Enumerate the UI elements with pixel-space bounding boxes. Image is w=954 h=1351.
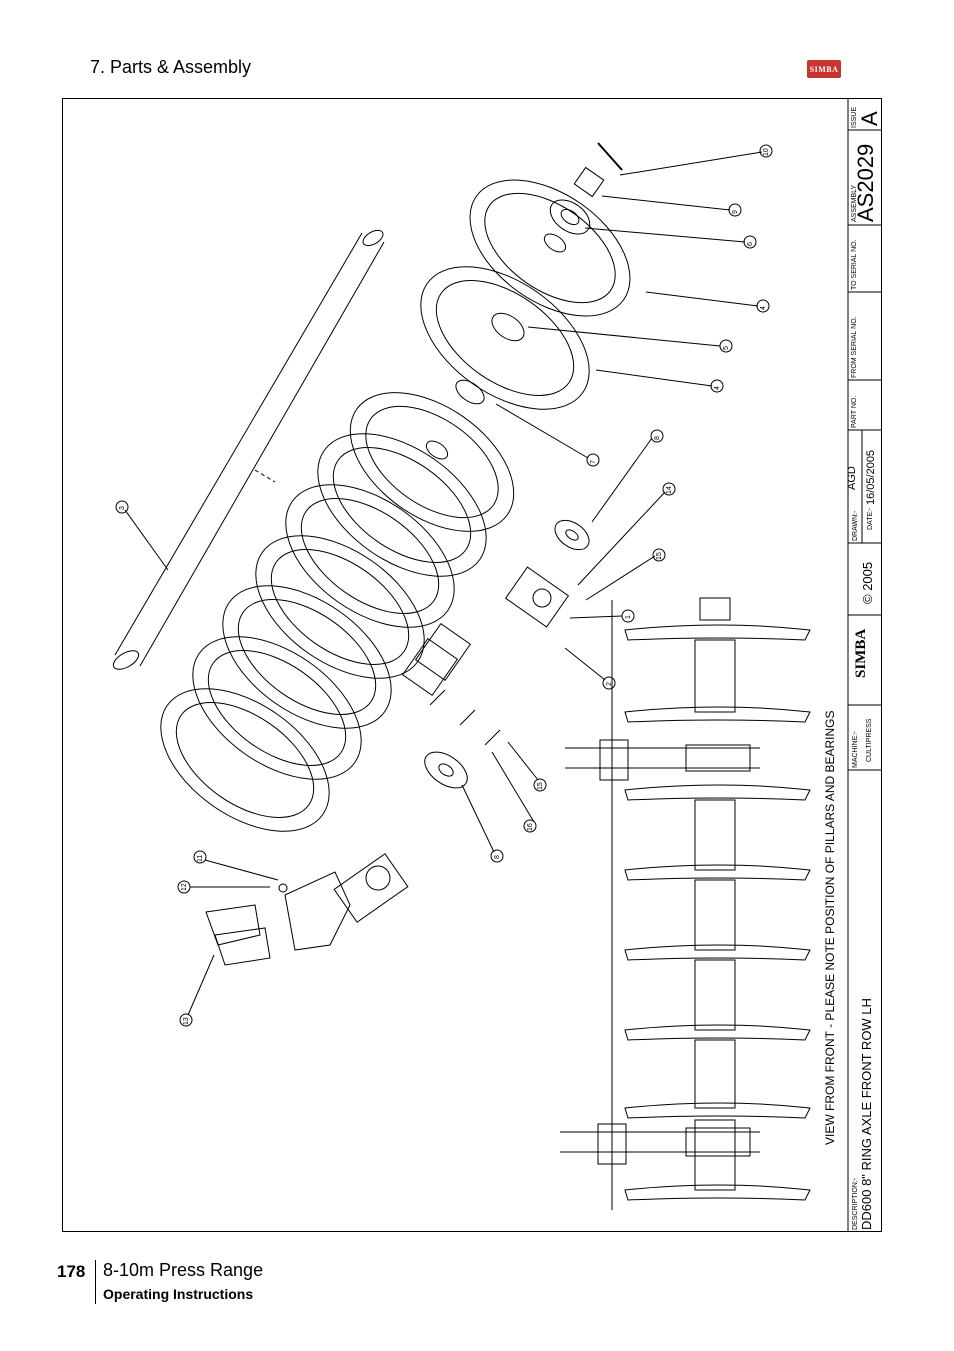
issue-value: A (857, 111, 882, 126)
callout-label: 15 (537, 782, 544, 790)
callout-label: 16 (527, 823, 534, 831)
callout-label: 9 (732, 210, 739, 214)
drawing-frame (62, 98, 882, 1232)
callout-label: 4 (760, 306, 767, 310)
callout-label: 6 (747, 242, 754, 246)
machine-value: CULTIPRESS (866, 718, 873, 762)
footer-range: 8-10m Press Range (103, 1260, 264, 1280)
callout-label: 14 (666, 486, 673, 494)
machine-label: MACHINE:- (852, 731, 859, 768)
callout-label: 12 (181, 883, 188, 891)
drawn-value: AGD (846, 466, 858, 490)
callout-label: 10 (763, 148, 770, 156)
from-serial-label: FROM SERIAL NO. (851, 316, 858, 378)
to-serial-label: TO SERIAL NO. (851, 239, 858, 290)
assembly-value: AS2029 (853, 143, 878, 222)
callout-label: 2 (606, 682, 613, 686)
view-note: VIEW FROM FRONT - PLEASE NOTE POSITION O… (823, 710, 837, 1145)
part-no-label: PART NO. (851, 395, 858, 428)
callout-label: 1 (625, 615, 632, 619)
description-label: DESCRIPTION:- (852, 1177, 859, 1230)
section-title: 7. Parts & Assembly (90, 57, 252, 77)
callout-label: 3 (119, 506, 126, 510)
page-number: 178 (57, 1262, 86, 1281)
callout-label: 15 (656, 552, 663, 560)
copyright: © 2005 (860, 561, 875, 604)
simba-brand: SIMBA (853, 628, 869, 678)
footer-subtitle: Operating Instructions (103, 1286, 254, 1302)
callout-label: 8 (494, 855, 501, 859)
callout-label: 8 (654, 436, 661, 440)
callout-label: 11 (197, 854, 204, 862)
footer-divider (95, 1260, 96, 1304)
date-value: 16/05/2005 (865, 449, 877, 505)
callout-label: 13 (183, 1017, 190, 1025)
callout-label: 7 (590, 460, 597, 464)
drawn-label: DRAWN:- (852, 510, 859, 541)
simba-logo: SIMBA (807, 60, 841, 78)
callout-label: 4 (714, 386, 721, 390)
description-value: DD600 8" RING AXLE FRONT ROW LH (859, 998, 874, 1230)
date-label: DATE:- (867, 507, 874, 530)
callout-label: 5 (723, 346, 730, 350)
